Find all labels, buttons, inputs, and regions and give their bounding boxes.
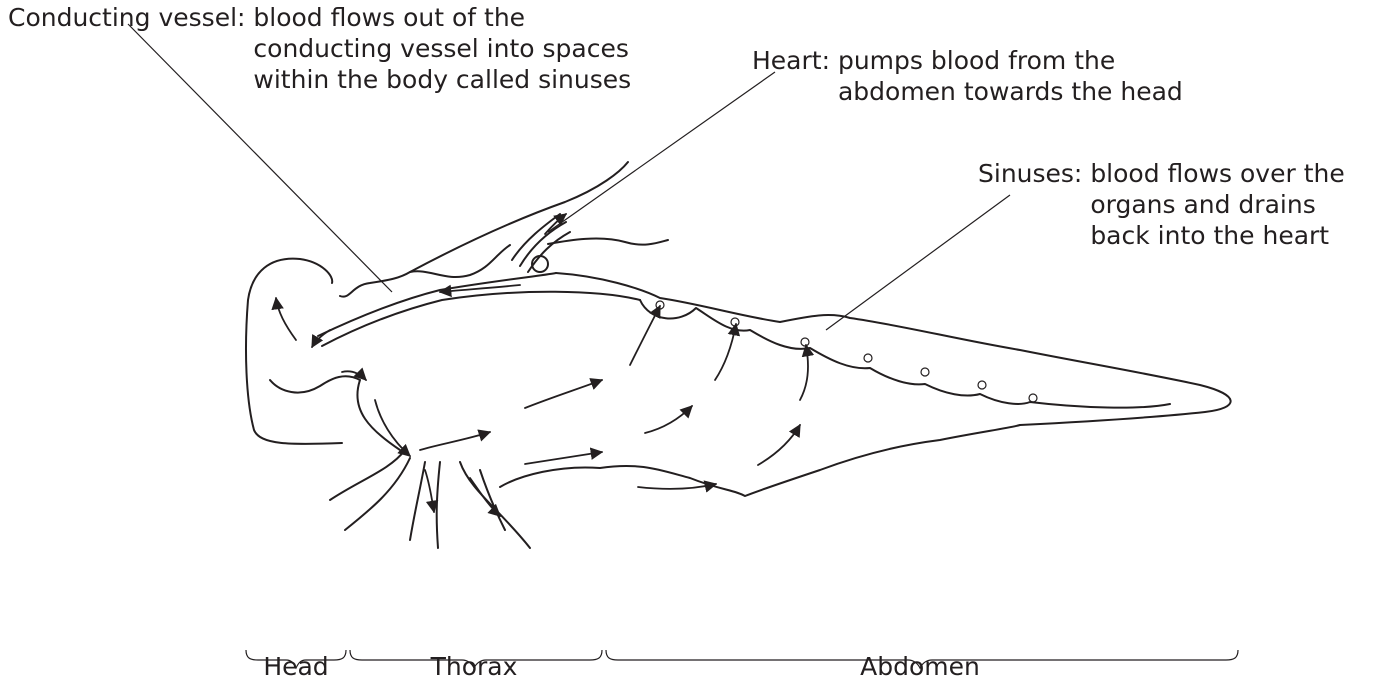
body-dorsal-outline xyxy=(246,238,1231,443)
conducting-vessel-line-2: conducting vessel into spaces xyxy=(253,33,631,64)
conducting-vessel-line-3: within the body called sinuses xyxy=(253,64,631,95)
legs xyxy=(330,450,530,548)
conducting-vessel-inner xyxy=(322,292,640,346)
sinuses-description: blood flows over the organs and drains b… xyxy=(1090,158,1344,251)
sinuses-line-2: organs and drains xyxy=(1090,189,1344,220)
heart-term: Heart: xyxy=(752,45,830,76)
blood-flow-arrows xyxy=(276,214,808,516)
heart-line-2: abdomen towards the head xyxy=(838,76,1183,107)
sinuses-line-3: back into the heart xyxy=(1090,220,1344,251)
carapace-spine xyxy=(410,162,628,272)
conducting-vessel xyxy=(318,273,556,336)
conducting-vessel-line-1: blood flows out of the xyxy=(253,2,631,33)
region-braces xyxy=(246,650,1238,668)
abdomen-segments xyxy=(640,300,1170,408)
sinus-ostium-3 xyxy=(801,338,809,346)
conducting-vessel-label: Conducting vessel: blood flows out of th… xyxy=(8,2,631,95)
heart-leader-line xyxy=(548,72,775,232)
region-head-label: Head xyxy=(263,652,328,681)
sinuses-line-1: blood flows over the xyxy=(1090,158,1344,189)
conducting-vessel-term: Conducting vessel: xyxy=(8,2,245,33)
region-thorax-label: Thorax xyxy=(431,652,518,681)
sinus-ostium-7 xyxy=(1029,394,1037,402)
sinuses-term: Sinuses: xyxy=(978,158,1082,189)
sinus-ostium-5 xyxy=(921,368,929,376)
body-ventral-outline xyxy=(270,376,1020,496)
sinus-ostium-6 xyxy=(978,381,986,389)
heart-label: Heart: pumps blood from the abdomen towa… xyxy=(752,45,1183,107)
sinus-ostium-4 xyxy=(864,354,872,362)
heart-description: pumps blood from the abdomen towards the… xyxy=(838,45,1183,107)
heart-line-1: pumps blood from the xyxy=(838,45,1183,76)
sinuses-label: Sinuses: blood flows over the organs and… xyxy=(978,158,1345,251)
region-abdomen-label: Abdomen xyxy=(860,652,980,681)
conducting-vessel-description: blood flows out of the conducting vessel… xyxy=(253,2,631,95)
